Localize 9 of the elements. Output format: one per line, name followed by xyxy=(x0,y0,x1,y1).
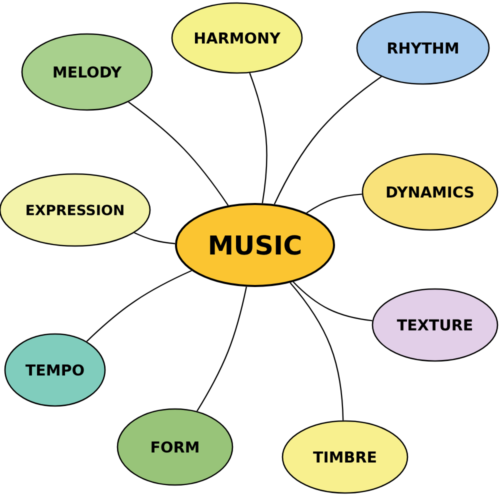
connector-line xyxy=(249,72,268,204)
connector-line xyxy=(290,282,344,420)
connector-line xyxy=(86,270,192,342)
connector-line xyxy=(306,194,362,214)
connector-line xyxy=(196,286,248,412)
connector-line xyxy=(134,232,176,244)
connector-line xyxy=(292,281,372,322)
connector-line xyxy=(128,101,229,206)
connector-line xyxy=(274,76,382,205)
